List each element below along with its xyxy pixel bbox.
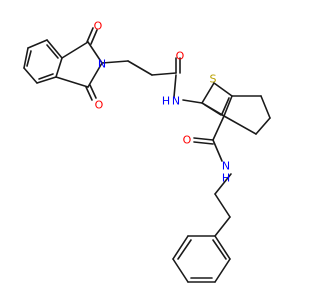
nitrogen-label-amide1: N [172,95,180,108]
hydrogen-label-amide1: H [162,95,170,108]
phenethyl-chain [214,173,232,237]
imide-ring [55,27,103,101]
oxygen-label-top: O [94,20,103,33]
benzene-ring-phenyl [172,235,231,283]
molecule-diagram: O N O O N H S O N H [23,20,271,283]
oxygen-label-amide1: O [176,50,185,63]
thiophene-ring [182,82,233,117]
nitrogen-label-imide: N [98,58,106,71]
carboxamide-group [193,115,225,162]
oxygen-label-amide2: O [183,134,192,147]
hydrogen-label-amide2: H [222,172,230,185]
oxygen-label-bottom: O [95,99,104,112]
sulfur-label: S [210,73,217,86]
structure-canvas: O N O O N H S O N H [23,20,271,283]
benzene-ring-phthalimide [23,39,63,84]
cyclopentane-ring [223,95,271,135]
propanoyl-chain [101,57,181,98]
nitrogen-label-amide2: N [222,160,230,173]
